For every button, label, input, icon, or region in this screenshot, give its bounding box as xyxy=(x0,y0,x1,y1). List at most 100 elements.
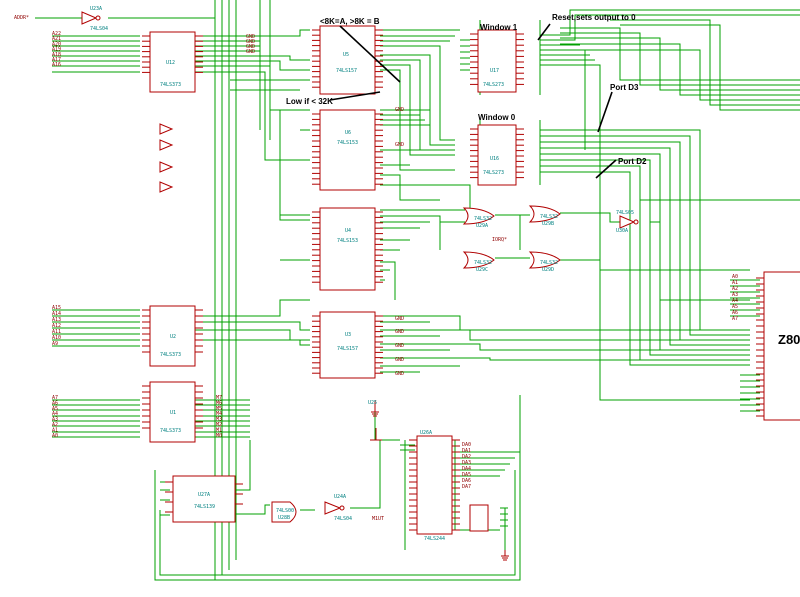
annotations: Reset,sets output to 0 Window 1 Window 0… xyxy=(286,13,800,347)
bus-label: M3 xyxy=(216,417,222,423)
inverter-ref: U24A xyxy=(334,494,346,500)
inverter-bubble xyxy=(633,219,639,225)
capacitor-icon xyxy=(370,428,382,441)
bus-label: A0 xyxy=(732,274,738,280)
bus-label: A0 xyxy=(52,433,58,439)
chip-u16 xyxy=(477,124,517,186)
pin-stubs xyxy=(142,29,764,531)
chip-ref: U3 xyxy=(345,332,351,338)
gnd-label: GND xyxy=(395,329,404,335)
chip-u12 xyxy=(149,31,196,93)
bus-label: A14 xyxy=(52,311,61,317)
chip-u17 xyxy=(477,29,517,93)
inverter-led4 xyxy=(159,181,174,193)
bus-label: M4 xyxy=(216,411,222,417)
chip-ref: U6 xyxy=(345,130,351,136)
inverter-ref: U23A xyxy=(90,6,102,12)
port-d2-label: Port D2 xyxy=(618,157,647,166)
bus-labels: A22A21A20A19A18A17A16A15A14A13A12A11A10A… xyxy=(52,31,738,490)
or-gate-u29c xyxy=(462,251,495,269)
gnd-label: GND xyxy=(395,357,404,363)
chip-u1 xyxy=(149,381,196,443)
chip-ref: U16 xyxy=(490,156,499,162)
window1-label: Window 1 xyxy=(480,23,518,32)
arrow-port-d2 xyxy=(595,159,617,179)
bus-label: A17 xyxy=(52,57,61,63)
chip-u6 xyxy=(319,109,376,191)
inverter-led3 xyxy=(159,161,174,173)
chip-part: 74LS139 xyxy=(194,504,215,510)
bus-label: DA1 xyxy=(462,448,471,454)
gnd-label: GND xyxy=(246,49,255,55)
chip-u3 xyxy=(319,311,376,379)
chip-part: 74LS00 xyxy=(276,508,294,514)
chip-part: 74LS153 xyxy=(337,238,358,244)
bus-label: M1 xyxy=(216,427,222,433)
bus-label: DA3 xyxy=(462,460,471,466)
gnd-label: GND xyxy=(395,316,404,322)
chips xyxy=(149,25,800,535)
chip-ref: U4 xyxy=(345,228,351,234)
resistor-pack xyxy=(469,504,489,532)
chip-ref: U27A xyxy=(198,492,210,498)
ground-icon xyxy=(501,550,509,561)
chip-ref: U28B xyxy=(278,515,290,521)
inverter-u30a xyxy=(619,215,636,229)
gate-part: 74LS32 xyxy=(474,260,492,266)
inverter-part: 74LS04 xyxy=(90,26,108,32)
gates xyxy=(81,11,639,561)
wiring xyxy=(35,0,800,581)
bus-label: A6 xyxy=(732,310,738,316)
arrow-port-d3 xyxy=(597,91,613,133)
gate-part: 74LS32 xyxy=(474,216,492,222)
bus-label: A20 xyxy=(52,41,61,47)
bus-label: A11 xyxy=(52,329,61,335)
chip-refs: U12 74LS373 U5 74LS157 U17 74LS273 U6 74… xyxy=(90,6,634,542)
chip-part: 74LS373 xyxy=(160,428,181,434)
u25-label: U25 xyxy=(368,400,377,406)
chip-part: 74LS244 xyxy=(424,536,445,542)
gnd-label: GND xyxy=(395,343,404,349)
bus-label: M6 xyxy=(216,400,222,406)
bus-label: DA7 xyxy=(462,484,471,490)
gate-ref: U29B xyxy=(542,221,554,227)
arrow-reset xyxy=(537,23,551,41)
inverter-led1 xyxy=(159,123,174,135)
bus-label: A2 xyxy=(52,422,58,428)
bus-label: M0 xyxy=(216,433,222,439)
chip-u4 xyxy=(319,207,376,291)
chip-ref: U1 xyxy=(170,410,176,416)
bus-label: A1 xyxy=(732,280,738,286)
chip-ref: U2 xyxy=(170,334,176,340)
reset-annotation: Reset,sets output to 0 xyxy=(552,13,636,22)
bus-label: A19 xyxy=(52,47,61,53)
bus-label: M2 xyxy=(216,422,222,428)
bus-label: M7 xyxy=(216,395,222,401)
chip-part: 74LS273 xyxy=(483,82,504,88)
chip-ref: U17 xyxy=(490,68,499,74)
bus-label: DA0 xyxy=(462,442,471,448)
inverter-bubble xyxy=(339,505,345,511)
bus-label: A7 xyxy=(732,316,738,322)
chip-z80 xyxy=(763,271,800,421)
port-d3-label: Port D3 xyxy=(610,83,639,92)
bus-label: A4 xyxy=(52,411,58,417)
bus-label: A3 xyxy=(732,292,738,298)
chip-u5 xyxy=(319,25,376,95)
bus-label: DA2 xyxy=(462,454,471,460)
gate-ref: U29C xyxy=(476,267,488,273)
chip-ref: U26A xyxy=(420,430,432,436)
low-32k-label: Low if < 32K xyxy=(286,97,333,106)
or-gate-u29a xyxy=(462,207,495,225)
gate-ref: U29D xyxy=(542,267,554,273)
gate-part: 74LS32 xyxy=(540,214,558,220)
bus-label: A5 xyxy=(732,304,738,310)
gnd-label: GND xyxy=(395,107,404,113)
chip-ref: U12 xyxy=(166,60,175,66)
annotation-arrows xyxy=(329,23,617,179)
inverter-u23a xyxy=(81,11,98,25)
ground-icon xyxy=(371,400,379,417)
bus-label: A3 xyxy=(52,417,58,423)
